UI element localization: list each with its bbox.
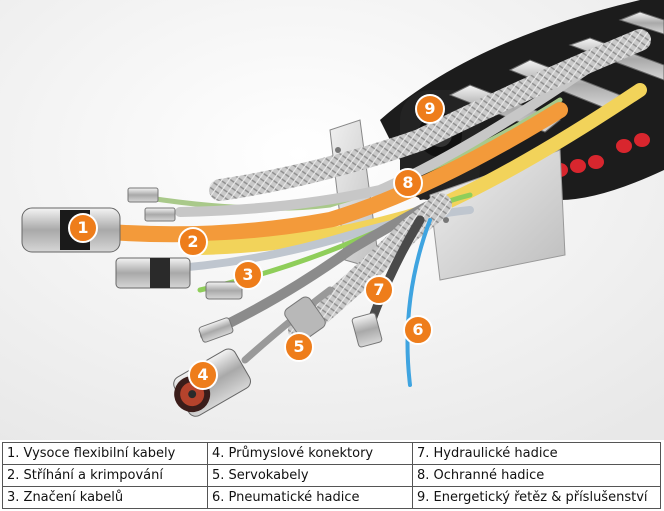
legend-item-9: 9. Energetický řetěz & příslušenství (412, 486, 661, 509)
legend-item-2: 2. Stříhání a krimpování (2, 464, 208, 487)
badge-2: 2 (178, 227, 208, 257)
legend-row: 1. Vysoce flexibilní kabely 4. Průmyslov… (2, 442, 661, 465)
badge-8: 8 (393, 168, 423, 198)
legend-item-7: 7. Hydraulické hadice (412, 442, 661, 465)
badge-3: 3 (233, 260, 263, 290)
legend-item-6: 6. Pneumatické hadice (207, 486, 413, 509)
cable-chain-photo (0, 0, 664, 440)
badge-7: 7 (364, 275, 394, 305)
badge-1: 1 (68, 213, 98, 243)
badge-9: 9 (415, 94, 445, 124)
legend-item-1: 1. Vysoce flexibilní kabely (2, 442, 208, 465)
legend-table: 1. Vysoce flexibilní kabely 4. Průmyslov… (2, 442, 661, 509)
legend-item-4: 4. Průmyslové konektory (207, 442, 413, 465)
legend-item-8: 8. Ochranné hadice (412, 464, 661, 487)
badge-5: 5 (284, 332, 314, 362)
legend-item-5: 5. Servokabely (207, 464, 413, 487)
legend-item-3: 3. Značení kabelů (2, 486, 208, 509)
badge-6: 6 (403, 315, 433, 345)
legend-row: 3. Značení kabelů 6. Pneumatické hadice … (2, 486, 661, 509)
badge-4: 4 (188, 360, 218, 390)
legend-row: 2. Stříhání a krimpování 5. Servokabely … (2, 464, 661, 487)
